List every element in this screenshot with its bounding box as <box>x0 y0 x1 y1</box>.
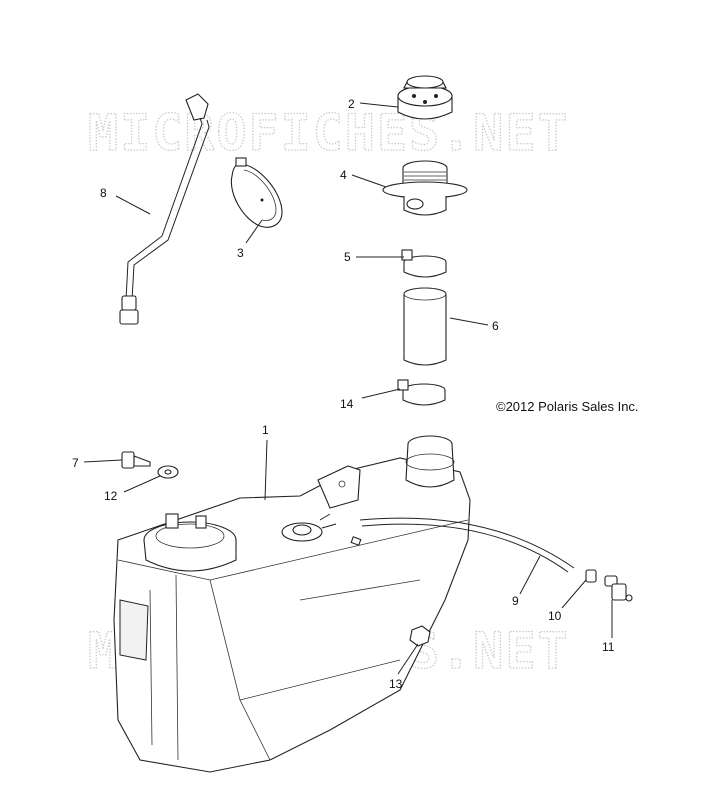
callout-11: 11 <box>602 640 615 654</box>
part-7-bolt[interactable] <box>121 451 151 469</box>
part-9-vent-tube[interactable] <box>359 517 575 573</box>
callout-9: 9 <box>512 594 519 608</box>
callout-3: 3 <box>237 246 244 260</box>
part-2-fuel-cap[interactable] <box>397 75 453 120</box>
callout-labels: 1 2 3 4 5 6 7 8 9 10 11 12 13 14 <box>72 97 615 691</box>
callout-14: 14 <box>340 397 354 411</box>
callout-5: 5 <box>344 250 351 264</box>
part-11-check-valve[interactable] <box>604 575 633 602</box>
part-4-filler-neck[interactable] <box>382 160 468 216</box>
part-5-hose-clamp[interactable] <box>401 249 447 278</box>
callout-8: 8 <box>100 186 107 200</box>
callout-10: 10 <box>548 609 562 623</box>
part-10-fitting[interactable] <box>585 569 597 583</box>
leader-lines <box>83 102 613 675</box>
callout-4: 4 <box>340 168 347 182</box>
part-12-washer[interactable] <box>157 465 179 479</box>
callout-7: 7 <box>72 456 79 470</box>
callout-6: 6 <box>492 319 499 333</box>
callout-1: 1 <box>262 423 269 437</box>
callout-12: 12 <box>104 489 118 503</box>
part-8-vent-hose[interactable] <box>119 93 210 325</box>
copyright-notice: ©2012 Polaris Sales Inc. <box>496 399 639 414</box>
part-13-nut[interactable] <box>409 625 431 647</box>
callout-13: 13 <box>389 677 403 691</box>
part-1-fuel-tank[interactable] <box>113 435 471 773</box>
part-3-strap-clamp[interactable] <box>230 157 283 228</box>
part-6-rubber-sleeve[interactable] <box>403 287 447 366</box>
part-14-hose-clamp[interactable] <box>397 379 446 406</box>
callout-2: 2 <box>348 97 355 111</box>
watermark-top: MICROFICHES.NET <box>88 104 570 162</box>
